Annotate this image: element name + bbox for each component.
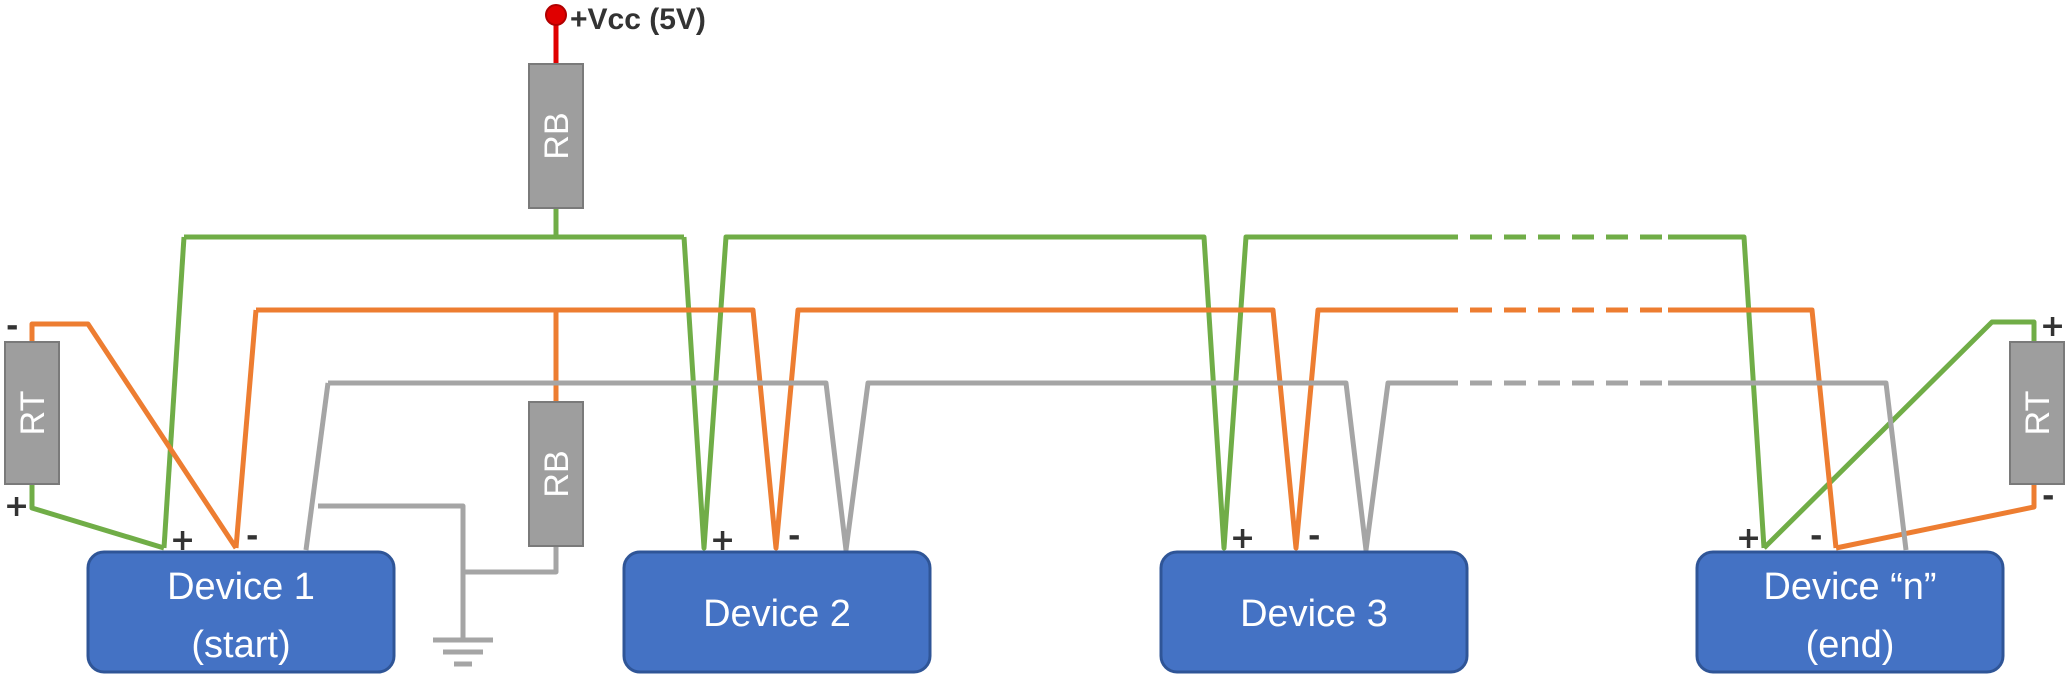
device-2-label: Device 2 (703, 593, 851, 635)
rt-left-minus-mark: - (6, 309, 18, 344)
device-n-label-line2: (end) (1806, 624, 1895, 666)
resistor-rt-right-label: RT (2019, 391, 2057, 436)
device-2-minus-mark: - (788, 519, 800, 554)
device-3: Device 3 (1159, 550, 1469, 674)
device-2-plus-mark: + (710, 523, 735, 558)
device-1-label-line1: Device 1 (167, 566, 315, 608)
rt-left-plus-mark: + (4, 489, 29, 524)
resistor-rb-bottom: RB (528, 401, 584, 547)
device-n-label-line1: Device “n” (1763, 566, 1936, 608)
vcc-label: +Vcc (5V) (570, 3, 706, 36)
plus-line (29, 208, 2037, 551)
device-3-label: Device 3 (1240, 593, 1388, 635)
device-1-minus-mark: - (246, 519, 258, 554)
ground-line (303, 380, 1909, 640)
resistor-rb-top-label: RB (538, 112, 576, 159)
device-1-label-line2: (start) (191, 624, 290, 666)
minus-line (29, 307, 2037, 551)
device-n-minus-mark: - (1810, 519, 1822, 554)
resistor-rt-left-label: RT (14, 391, 52, 436)
device-1-plus-mark: + (170, 523, 195, 558)
resistor-rb-top: RB (528, 63, 584, 209)
resistor-rt-right: RT (2009, 341, 2065, 485)
device-1: Device 1 (start) (86, 550, 396, 674)
resistor-rb-bottom-label: RB (538, 450, 576, 497)
rt-right-plus-mark: + (2040, 309, 2065, 344)
device-n: Device “n” (end) (1695, 550, 2005, 674)
device-3-minus-mark: - (1308, 519, 1320, 554)
ground-icon (433, 637, 493, 667)
rt-right-minus-mark: - (2042, 479, 2054, 514)
device-2: Device 2 (622, 550, 932, 674)
device-n-plus-mark: + (1736, 521, 1761, 556)
resistor-rt-left: RT (4, 341, 60, 485)
device-3-plus-mark: + (1230, 521, 1255, 556)
supply-node-icon (545, 4, 567, 26)
